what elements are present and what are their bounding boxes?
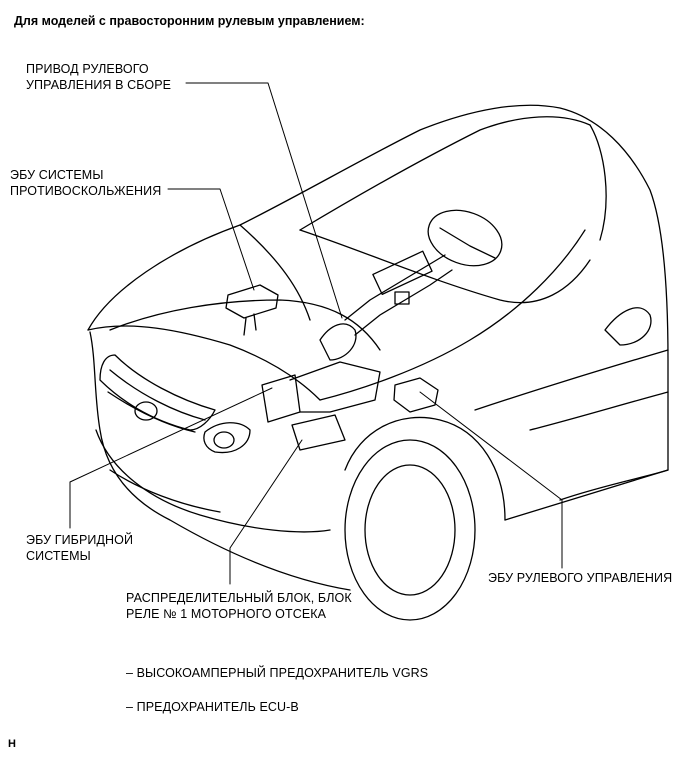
car-body bbox=[87, 104, 669, 621]
label-hybrid-ecu: ЭБУ ГИБРИДНОЙ СИСТЕМЫ bbox=[26, 533, 134, 563]
steering-ecu-part bbox=[393, 377, 439, 413]
leader-steering-ecu bbox=[419, 391, 563, 569]
label-steering-actuator: ПРИВОД РУЛЕВОГО УПРАВЛЕНИЯ В СБОРЕ bbox=[26, 62, 172, 92]
label-skid-control-ecu: ЭБУ СИСТЕМЫ ПРОТИВОСКОЛЬЖЕНИЯ bbox=[10, 168, 162, 198]
label-junction-block: РАСПРЕДЕЛИТЕЛЬНЫЙ БЛОК, БЛОК РЕЛЕ № 1 МО… bbox=[126, 591, 352, 621]
skid-control-ecu-part bbox=[225, 284, 279, 336]
leader-hybrid-ecu bbox=[69, 387, 273, 529]
diagram-header: Для моделей с правосторонним рулевым упр… bbox=[14, 14, 365, 28]
hybrid-ecu-part bbox=[261, 361, 381, 451]
steering-actuator-part bbox=[319, 250, 453, 361]
note-vgrs-fuse: – ВЫСОКОАМПЕРНЫЙ ПРЕДОХРАНИТЕЛЬ VGRS bbox=[126, 666, 429, 680]
footer-code: H bbox=[8, 738, 16, 750]
note-ecu-b-fuse: – ПРЕДОХРАНИТЕЛЬ ECU-B bbox=[126, 700, 299, 714]
leader-steering-actuator bbox=[185, 82, 343, 319]
leader-lines bbox=[69, 82, 563, 585]
leader-skid-ecu bbox=[167, 188, 255, 291]
leader-junction-block bbox=[229, 439, 303, 585]
label-steering-ecu: ЭБУ РУЛЕВОГО УПРАВЛЕНИЯ bbox=[488, 571, 673, 585]
